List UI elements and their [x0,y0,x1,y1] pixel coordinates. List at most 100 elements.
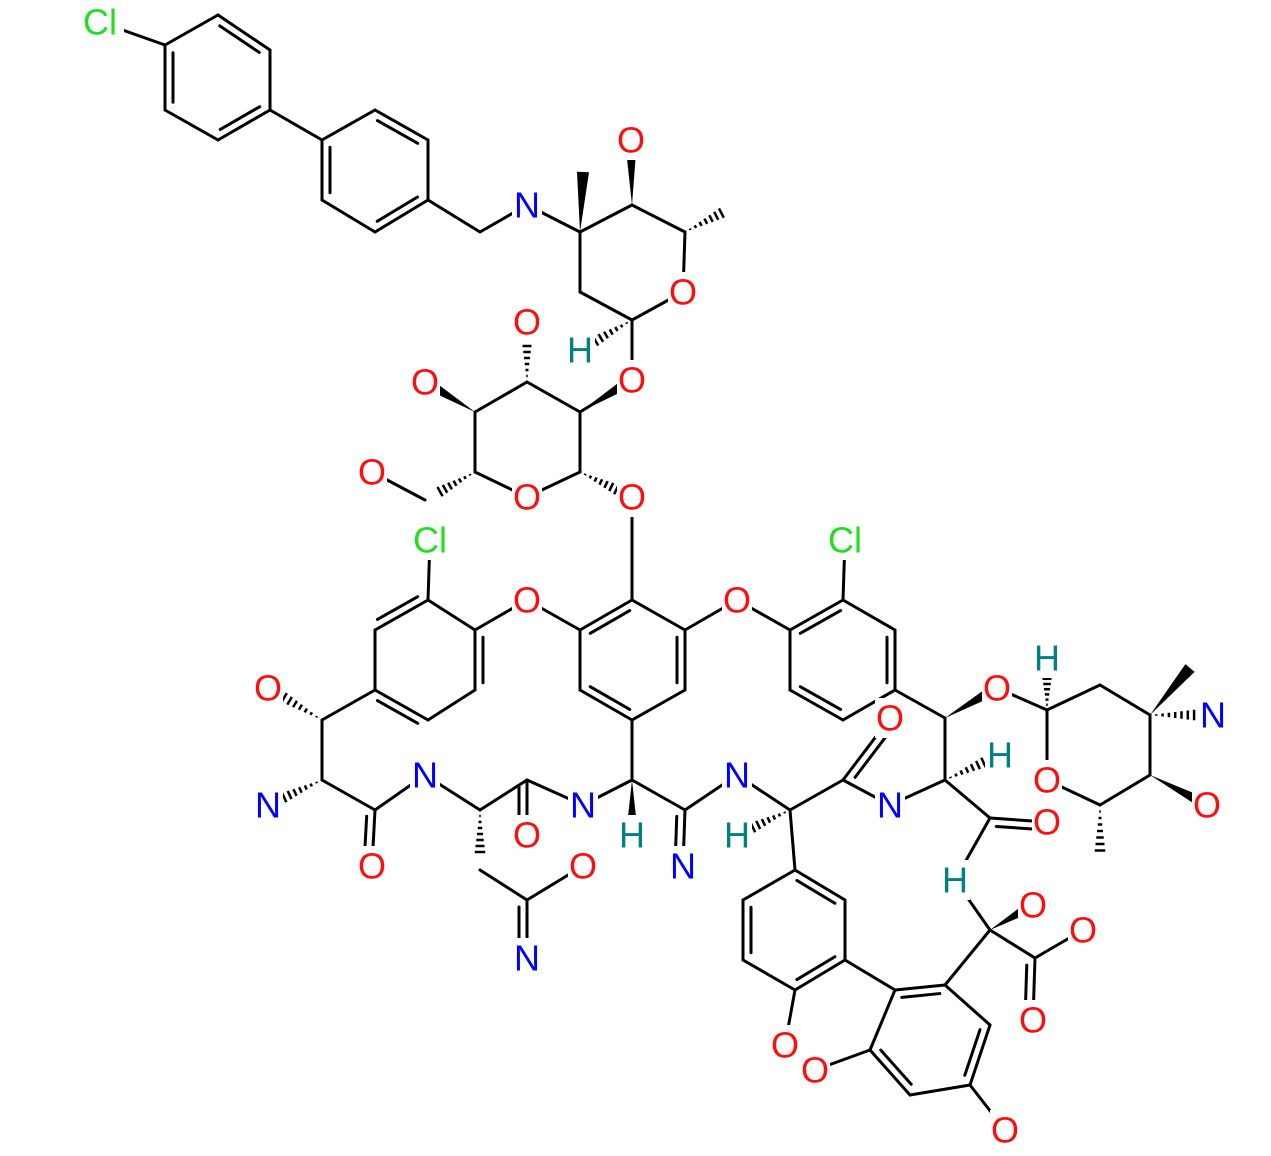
hashed-bond [1094,810,1106,852]
atom-label-n: N [877,785,903,826]
atom-label-h: H [567,330,593,371]
double-bond [578,688,634,722]
label-background [875,698,905,738]
label-background [512,815,542,855]
atom-label-o: O [723,580,751,621]
single-bond [908,1083,972,1097]
double-bond-line [798,685,843,711]
atom-label-o: O [983,668,1011,709]
hashed-bond [949,757,987,779]
atom-label-o: O [801,1050,829,1091]
label-background [1032,638,1062,678]
label-background [616,120,646,160]
double-bond-line [795,878,837,905]
double-bond-line [218,24,261,54]
label-background [617,815,647,855]
label-background [253,668,283,708]
single-bond [473,380,529,414]
double-bond-line [798,609,843,635]
single-bond [478,778,529,812]
atom-label-cl: Cl [413,520,447,561]
label-background [668,846,698,886]
atom-label-o: O [513,580,541,621]
hashed-bond [521,338,533,378]
single-bond [426,688,477,722]
label-background [617,360,647,400]
atom-label-n: N [724,755,750,796]
single-bond [578,290,634,322]
single-bond [320,688,377,722]
atom-label-h: H [619,815,645,856]
single-bond [868,988,897,1052]
single-bond [320,108,377,142]
double-bond-line [375,595,420,621]
label-background [1032,802,1062,842]
single-bond [578,203,634,234]
wedge-bond [577,171,589,232]
hashed-bond [474,814,486,854]
atom-label-o: O [991,1110,1019,1151]
single-bond [741,868,797,902]
double-bond [373,108,430,142]
hashed-bond [749,811,787,833]
double-bond [788,598,845,632]
double-bond-line [375,119,420,145]
atom-label-o: O [358,452,386,493]
atom-label-o: O [618,360,646,401]
label-background [406,520,454,560]
atom-label-n: N [412,755,438,796]
atom-label-n: N [514,185,540,226]
label-background [990,1110,1020,1150]
double-bond-line [853,728,893,779]
single-bond [478,868,529,902]
single-bond [841,598,897,632]
single-bond [268,108,324,142]
atom-label-n: N [670,846,696,887]
single-bond [893,688,947,720]
label-background [568,785,598,825]
hashed-bond [1155,709,1196,721]
bonds [98,13,1210,1132]
label-background [512,580,542,620]
single-bond [630,598,687,632]
label-background [1018,885,1048,925]
label-background [512,185,542,225]
hashed-bond [591,321,629,347]
double-bond [868,1048,912,1097]
double-bond [788,688,845,722]
atom-label-n: N [255,785,281,826]
single-bond [843,958,897,992]
single-bond [943,778,992,820]
hashed-bond [583,473,620,495]
single-bond [788,808,797,872]
label-background [770,1025,800,1065]
label-background [357,452,387,492]
label-background [512,302,542,342]
atom-label-o: O [876,698,904,739]
label-background [985,735,1015,775]
label-background [410,755,440,795]
atom-label-o: O [1033,760,1061,801]
label-background [76,2,124,42]
label-background [1198,695,1228,735]
label-background [722,815,752,855]
double-bond [373,598,430,632]
single-bond [320,778,377,812]
single-bond [788,778,845,812]
label-background [410,362,440,402]
label-background [568,846,598,886]
label-background [940,860,970,900]
atom-label-o: O [358,846,386,887]
single-bond [630,203,687,234]
single-bond [943,983,992,1027]
double-bond-line [218,105,262,131]
atom-label-o: O [771,1025,799,1066]
atom-label-o: O [617,120,645,161]
atom-label-o: O [254,668,282,709]
single-bond [1045,683,1102,712]
hashed-bond [436,473,472,497]
double-bond-line [375,195,420,223]
label-background [875,785,905,825]
